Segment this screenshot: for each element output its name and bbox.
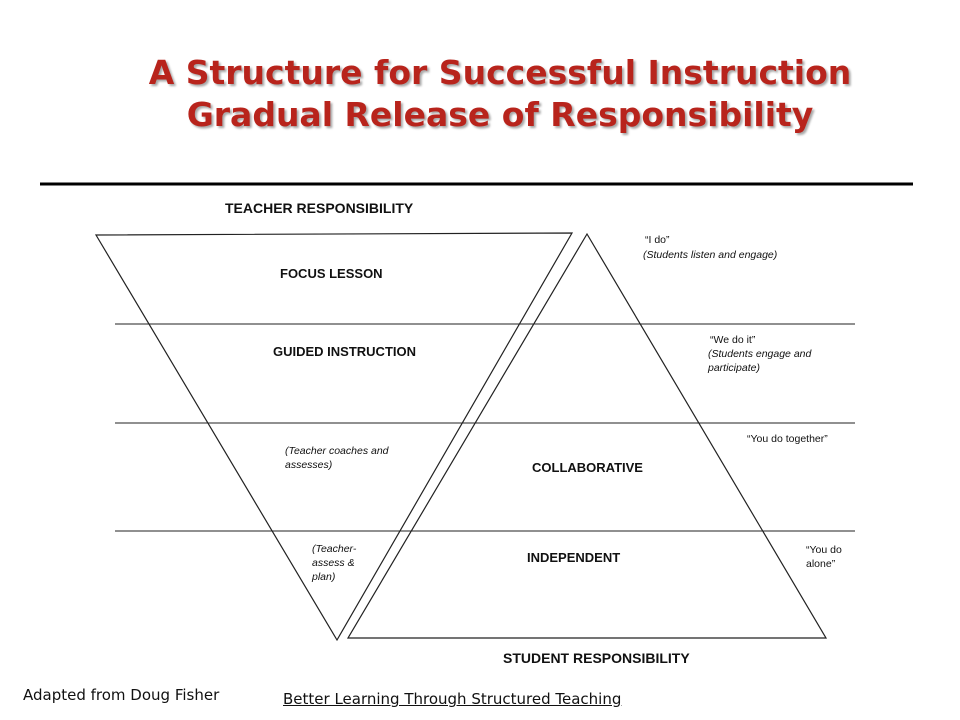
student-responsibility-label: STUDENT RESPONSIBILITY	[503, 650, 690, 666]
you-do-together-note: “You do together”	[747, 433, 828, 445]
footer-credit: Adapted from Doug Fisher	[23, 686, 220, 704]
independent-label: INDEPENDENT	[527, 550, 621, 565]
footer-source-link[interactable]: Better Learning Through Structured Teach…	[283, 690, 622, 708]
we-do-detail: (Students engage and participate)	[708, 348, 812, 374]
slide-title-line1: A Structure for Successful Instruction	[148, 53, 852, 92]
slide-title-line2: Gradual Release of Responsibility	[186, 95, 814, 134]
i-do-quote: “I do”	[645, 234, 670, 246]
i-do-detail: (Students listen and engage)	[643, 249, 778, 261]
teacher-coaches-note: (Teacher coaches and assesses)	[285, 445, 389, 471]
teacher-triangle	[94, 232, 574, 642]
focus-lesson-label: FOCUS LESSON	[280, 266, 383, 281]
collaborative-label: COLLABORATIVE	[532, 460, 643, 475]
student-triangle	[346, 232, 828, 639]
we-do-quote: “We do it”	[710, 334, 756, 346]
guided-instruction-label: GUIDED INSTRUCTION	[273, 344, 416, 359]
teacher-assess-note: (Teacher- assess & plan)	[312, 543, 357, 583]
teacher-responsibility-label: TEACHER RESPONSIBILITY	[225, 200, 414, 216]
you-do-alone-note: “You do alone”	[806, 544, 842, 570]
